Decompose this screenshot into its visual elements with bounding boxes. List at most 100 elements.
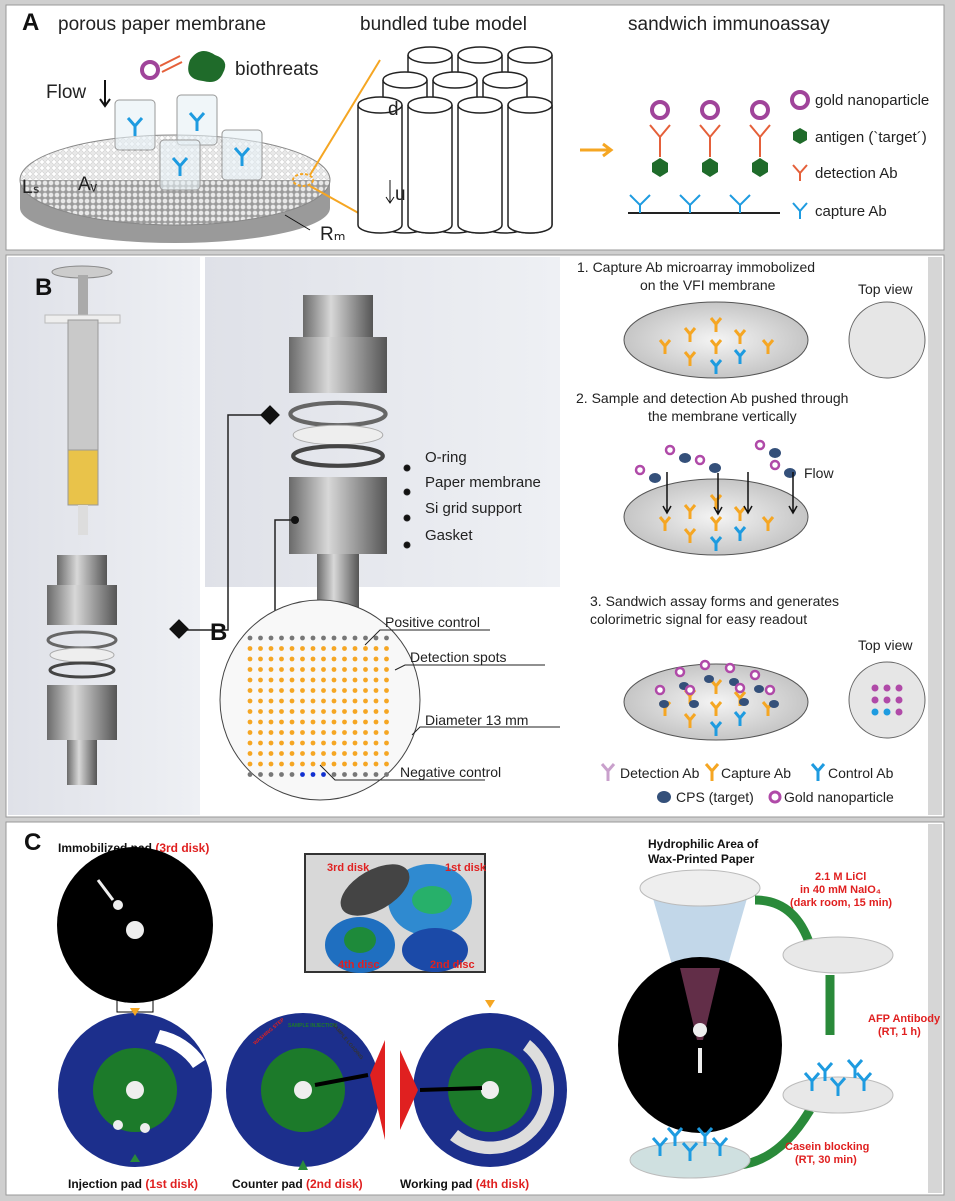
array-spot (247, 772, 253, 777)
legend-control-ab: Control Ab (828, 765, 894, 781)
antibody (709, 701, 723, 716)
panel-a: A porous paper membrane bundled tube mod… (5, 4, 945, 251)
array-spot (352, 751, 358, 756)
cps-target (709, 463, 721, 473)
legend-gold-np: Gold nanoparticle (784, 789, 894, 805)
array-spot (363, 740, 368, 746)
cps-target (689, 700, 699, 708)
array-spot (352, 719, 358, 725)
array-spot (384, 698, 389, 704)
array-spot (342, 761, 347, 767)
antigen (752, 158, 768, 177)
array-spot (310, 730, 316, 735)
gold-np (754, 439, 766, 451)
gold-np (684, 684, 696, 696)
flow-label-b: Flow (804, 465, 834, 481)
antibody (733, 349, 747, 364)
array-spot (258, 772, 263, 777)
flow-arrow (743, 472, 753, 515)
array-spot (363, 719, 368, 725)
cps-target (769, 448, 781, 458)
array-spot (321, 730, 326, 735)
array-spot (310, 761, 316, 767)
array-spot (279, 656, 284, 662)
gold-np (769, 459, 781, 471)
array-spot (331, 667, 337, 672)
array-spot (310, 709, 316, 714)
legend-capture: capture Ab (815, 203, 887, 220)
flow-arrow (662, 472, 672, 515)
hydrophilic-line-1: Hydrophilic Area of (648, 837, 759, 851)
antibody (761, 339, 775, 354)
array-spot (247, 730, 253, 735)
flow-label: Flow (46, 82, 86, 103)
antibody (733, 329, 747, 344)
array-spot (384, 761, 389, 767)
array-spot (300, 646, 305, 651)
array-spot (373, 688, 379, 693)
gold-np (664, 444, 676, 456)
array-spot (258, 751, 263, 756)
array-spot (321, 688, 326, 693)
antibody (651, 1137, 669, 1156)
biothreat-icon (188, 51, 226, 82)
biothreats-label: biothreats (235, 59, 318, 80)
gold-nanoparticle-icon (140, 60, 160, 80)
cps-target (659, 700, 669, 708)
antibody (681, 1142, 699, 1161)
step-afp-time: (RT, 1 h) (878, 1026, 921, 1038)
array-spot (258, 730, 263, 735)
array-spot (247, 646, 253, 651)
array-spot (247, 635, 253, 641)
array-spot (310, 656, 316, 662)
array-spot (321, 751, 326, 756)
title-tube-model: bundled tube model (360, 14, 527, 35)
antibody (709, 339, 723, 354)
legend-detection-ab: Detection Ab (620, 765, 700, 781)
array-spot (258, 709, 263, 714)
array-spot (310, 772, 316, 777)
array-spot (289, 709, 295, 714)
gold-nanoparticle (750, 100, 770, 120)
array-spot (331, 646, 337, 651)
array-spot (352, 667, 358, 672)
array-spot (247, 761, 253, 767)
array-spot (268, 698, 274, 704)
array-spot (279, 667, 284, 672)
array-spot (363, 761, 368, 767)
array-spot (289, 677, 295, 683)
array-spot (279, 646, 284, 651)
array-spot (331, 677, 337, 683)
array-spot (384, 751, 389, 756)
array-spot (289, 698, 295, 704)
antibody (658, 516, 672, 531)
array-spot (321, 772, 326, 777)
array-spot (268, 688, 274, 693)
array-spot (384, 772, 389, 777)
array-spot (373, 667, 379, 672)
array-spot (342, 751, 347, 756)
array-spot (247, 656, 253, 662)
array-spot (310, 698, 316, 704)
capture-ab (629, 194, 651, 213)
antibody (683, 504, 697, 519)
detection-ab (699, 124, 721, 157)
array-spot (268, 635, 274, 641)
array-spot (300, 677, 305, 683)
array-spot (363, 656, 368, 662)
array-spot (373, 751, 379, 756)
array-spot (268, 730, 274, 735)
array-spot (289, 688, 295, 693)
array-spot (373, 698, 379, 704)
array-spot (310, 719, 316, 725)
panel-label: B (35, 274, 52, 301)
gold-np (674, 666, 686, 678)
array-spot (373, 761, 379, 767)
cps-target (729, 678, 739, 686)
array-spot (268, 709, 274, 714)
antibody (829, 1077, 847, 1096)
array-spot (373, 719, 379, 725)
array-spot (384, 667, 389, 672)
array-spot (352, 646, 358, 651)
label-si-grid: Si grid support (425, 500, 523, 517)
